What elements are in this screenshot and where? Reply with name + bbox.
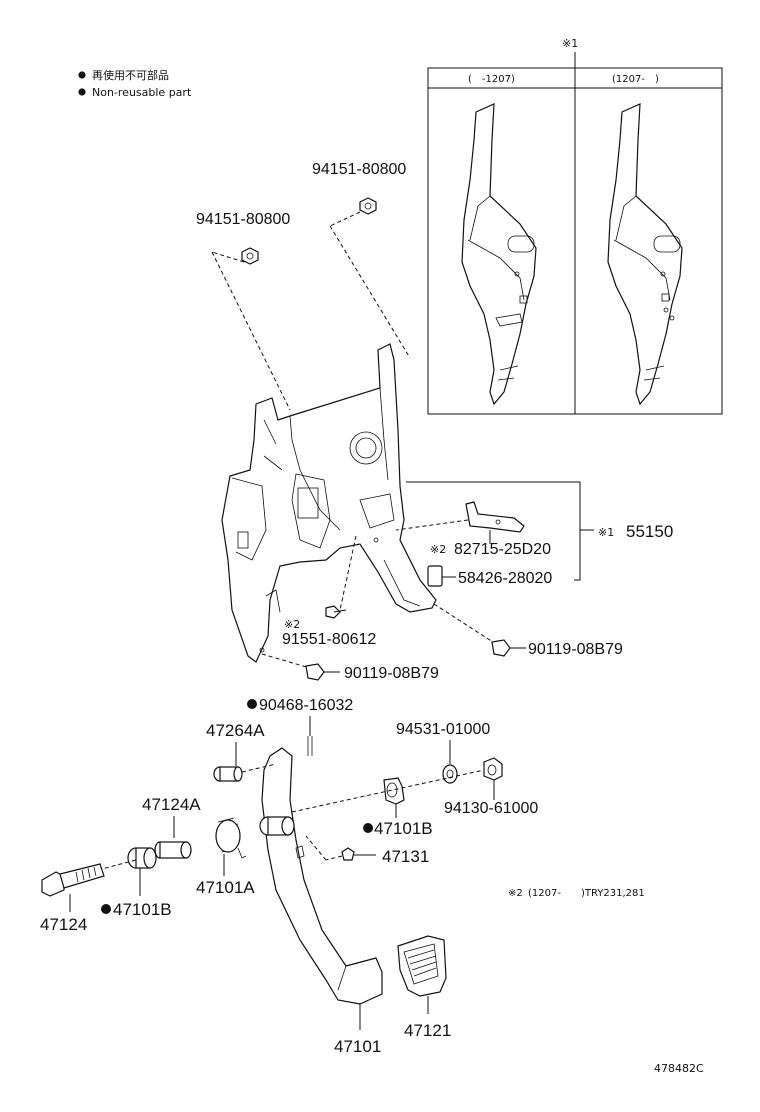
bracket-variant-early: [461, 103, 537, 406]
non-reusable-dot-icon: [247, 699, 257, 709]
part-91551: ※2 91551-80612: [282, 535, 376, 648]
nut-94151-lower: 94151-80800: [196, 211, 291, 411]
label-94151-lower: 94151-80800: [196, 211, 290, 228]
footnote-mark: ※2: [508, 888, 523, 899]
label-94151-upper: 94151-80800: [312, 161, 406, 178]
legend-en: Non-reusable part: [92, 86, 192, 99]
label-47131: 47131: [382, 847, 429, 866]
label-47264A: 47264A: [206, 721, 265, 740]
part-58426: 58426-28020: [427, 565, 552, 587]
inset-ref-mark: ※1: [562, 37, 578, 50]
label-47101B-upper: 47101B: [374, 819, 433, 838]
inset-col-right: (1207- ): [612, 74, 659, 85]
non-reusable-dot-icon: [78, 88, 86, 96]
label-90468: 90468-16032: [259, 697, 353, 714]
part-47101A: 47101A: [196, 817, 255, 897]
label-55150: 55150: [626, 522, 673, 541]
label-47124: 47124: [40, 915, 87, 934]
part-47101B-lower: 47101B: [101, 847, 172, 919]
label-47101: 47101: [334, 1037, 381, 1056]
non-reusable-dot-icon: [101, 904, 111, 914]
part-47101B-upper: 47101B: [291, 769, 485, 838]
part-47124A: 47124A: [142, 795, 201, 859]
label-47121: 47121: [404, 1021, 451, 1040]
nut-94151-upper: 94151-80800: [312, 161, 411, 359]
bracket-variant-late: [607, 103, 683, 406]
inset-variants: ※1 ( -1207) (1207- ): [427, 37, 723, 415]
brake-pedal-arm: 47101: [259, 747, 383, 1056]
label-58426: 58426-28020: [458, 570, 552, 587]
pedal-bracket: [221, 343, 437, 663]
part-47264A: 47264A: [206, 721, 277, 782]
label-82715-mark: ※2: [430, 543, 446, 556]
part-47121: 47121: [397, 935, 451, 1040]
part-47131: 47131: [305, 835, 429, 866]
part-90119-left: 90119-08B79: [261, 653, 439, 682]
label-94531: 94531-01000: [396, 721, 490, 738]
label-91551: 91551-80612: [282, 631, 376, 648]
part-94130: 94130-61000: [444, 757, 538, 817]
non-reusable-dot-icon: [363, 823, 373, 833]
part-90468: 90468-16032: [247, 697, 353, 756]
label-90119-right: 90119-08B79: [528, 641, 623, 658]
non-reusable-dot-icon: [78, 71, 86, 79]
footnote: ※2 (1207- )TRY231,281: [508, 888, 645, 899]
part-90119-right: 90119-08B79: [433, 603, 623, 658]
label-55150-mark: ※1: [598, 526, 614, 539]
label-90119-left: 90119-08B79: [344, 665, 439, 682]
part-82715: ※2 82715-25D20: [395, 501, 551, 558]
label-47101B-lower: 47101B: [113, 900, 172, 919]
legend-ja: 再使用不可部品: [92, 68, 169, 82]
label-82715: 82715-25D20: [454, 541, 551, 558]
part-94531: 94531-01000: [396, 721, 490, 784]
inset-col-left: ( -1207): [468, 74, 515, 85]
label-47101A: 47101A: [196, 878, 255, 897]
legend: 再使用不可部品 Non-reusable part: [78, 68, 192, 99]
figure-id: 478482C: [654, 1062, 704, 1075]
label-91551-mark: ※2: [284, 618, 300, 631]
label-47124A: 47124A: [142, 795, 201, 814]
footnote-text: (1207- )TRY231,281: [528, 888, 645, 899]
part-47124: 47124: [40, 859, 137, 934]
label-94130: 94130-61000: [444, 800, 538, 817]
callout-55150: ※1 55150: [406, 481, 673, 581]
